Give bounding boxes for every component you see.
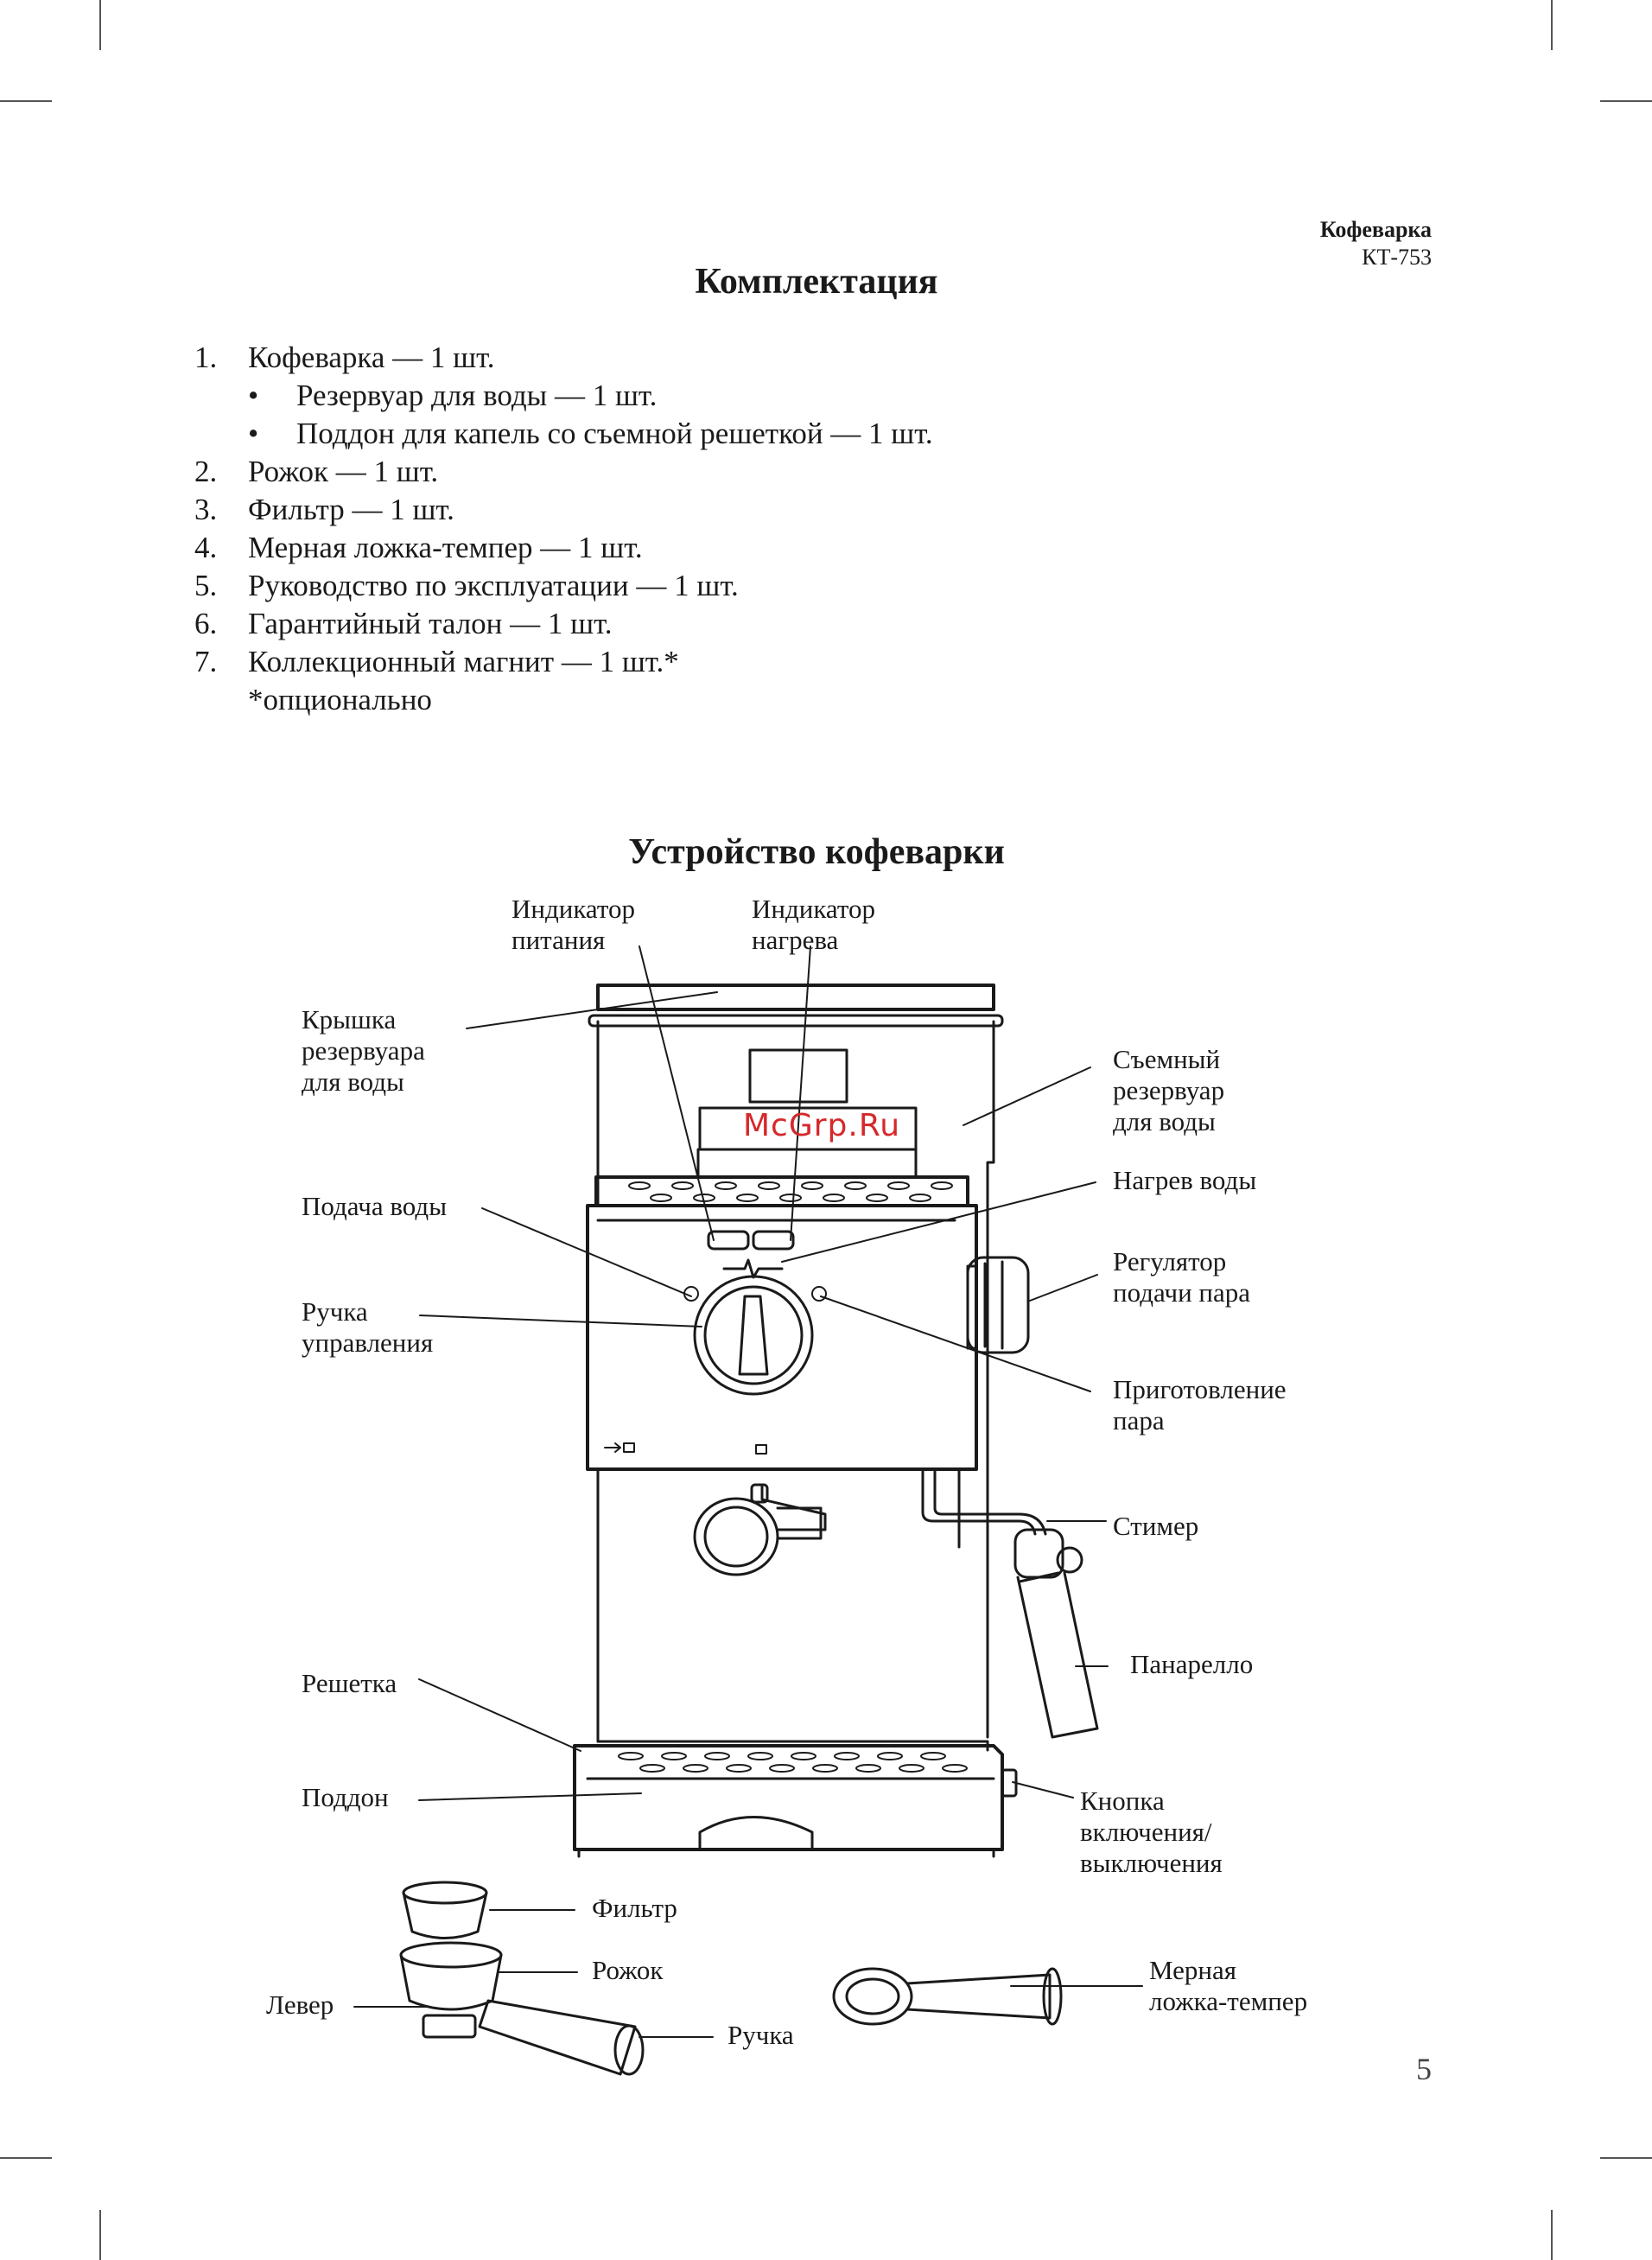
crop-mark [99, 0, 101, 50]
label-removable-tank: Съемный резервуар для воды [1113, 1044, 1225, 1136]
list-item: 4.Мерная ложка-темпер — 1 шт. [194, 531, 643, 564]
label-portafilter: Рожок [592, 1955, 664, 1985]
list-item: •Резервуар для воды — 1 шт. [248, 379, 658, 412]
label-grate: Решетка [302, 1668, 397, 1698]
label-tank-lid: Крышка резервуара для воды [302, 1004, 425, 1097]
label-handle: Ручка [728, 2020, 794, 2050]
list-item: 3.Фильтр — 1 шт. [194, 493, 454, 526]
list-item: 2.Рожок — 1 шт. [194, 455, 439, 488]
crop-mark [1600, 100, 1652, 102]
label-filter: Фильтр [592, 1893, 677, 1923]
label-tray: Поддон [302, 1782, 389, 1812]
steam-wand-drawing [921, 1467, 1099, 1739]
label-power-indicator: Индикатор питания [511, 894, 636, 955]
list-item: 1.Кофеварка — 1 шт. [194, 341, 495, 374]
crop-mark [0, 100, 52, 102]
label-heat-indicator: Индикатор нагрева [752, 894, 876, 955]
label-steam-regulator: Регулятор подачи пара [1113, 1246, 1251, 1308]
label-tamper: Мерная ложка-темпер [1149, 1955, 1308, 2016]
label-water-heating: Нагрев воды [1113, 1165, 1257, 1195]
label-steam-preparation: Приготовление пара [1113, 1374, 1287, 1436]
lower-body-drawing [596, 1467, 961, 1743]
portafilter-drawing [399, 1941, 645, 2076]
list-item: •Поддон для капель со съемной решеткой —… [248, 417, 933, 450]
crop-mark [0, 2157, 52, 2159]
crop-mark [1600, 2157, 1652, 2159]
list-item: 7.Коллекционный магнит — 1 шт.* [194, 645, 679, 678]
filter-drawing [402, 1881, 488, 1939]
label-lever: Левер [266, 1989, 334, 2020]
cup-warmer-drawing [594, 1175, 969, 1207]
running-header: Кофеварка КТ-753 [1320, 216, 1432, 271]
label-control-knob: Ручка управления [302, 1296, 434, 1358]
water-tank-drawing [596, 1020, 995, 1739]
crop-mark [1551, 2210, 1553, 2260]
label-panarello: Панарелло [1130, 1649, 1254, 1679]
product-model: КТ-753 [1362, 245, 1432, 270]
device-title: Устройство кофеварки [628, 832, 1005, 872]
label-steamer: Стимер [1113, 1511, 1199, 1541]
crop-mark [99, 2210, 101, 2260]
control-panel-drawing [586, 1204, 978, 1471]
tamper-drawing [832, 1967, 1063, 2026]
steam-knob-drawing [966, 1256, 1030, 1354]
contents-list: 1.Кофеварка — 1 шт. •Резервуар для воды … [194, 339, 1145, 719]
tank-lid-drawing [588, 984, 1004, 1028]
label-power-button: Кнопка включения/ выключения [1080, 1786, 1223, 1878]
list-item: 5.Руководство по эксплуатации — 1 шт. [194, 569, 739, 602]
footnote: *опционально [248, 683, 432, 716]
leader-lines [353, 945, 1143, 2038]
product-name: Кофеварка [1319, 217, 1432, 242]
drip-tray-drawing [573, 1740, 1018, 1858]
watermark: McGrp.Ru [743, 1108, 901, 1143]
crop-mark [1551, 0, 1553, 50]
page-number: 5 [1416, 2052, 1432, 2086]
label-water-supply: Подача воды [302, 1191, 448, 1221]
list-item: 6.Гарантийный талон — 1 шт. [194, 607, 613, 640]
contents-title: Комплектация [695, 262, 938, 302]
